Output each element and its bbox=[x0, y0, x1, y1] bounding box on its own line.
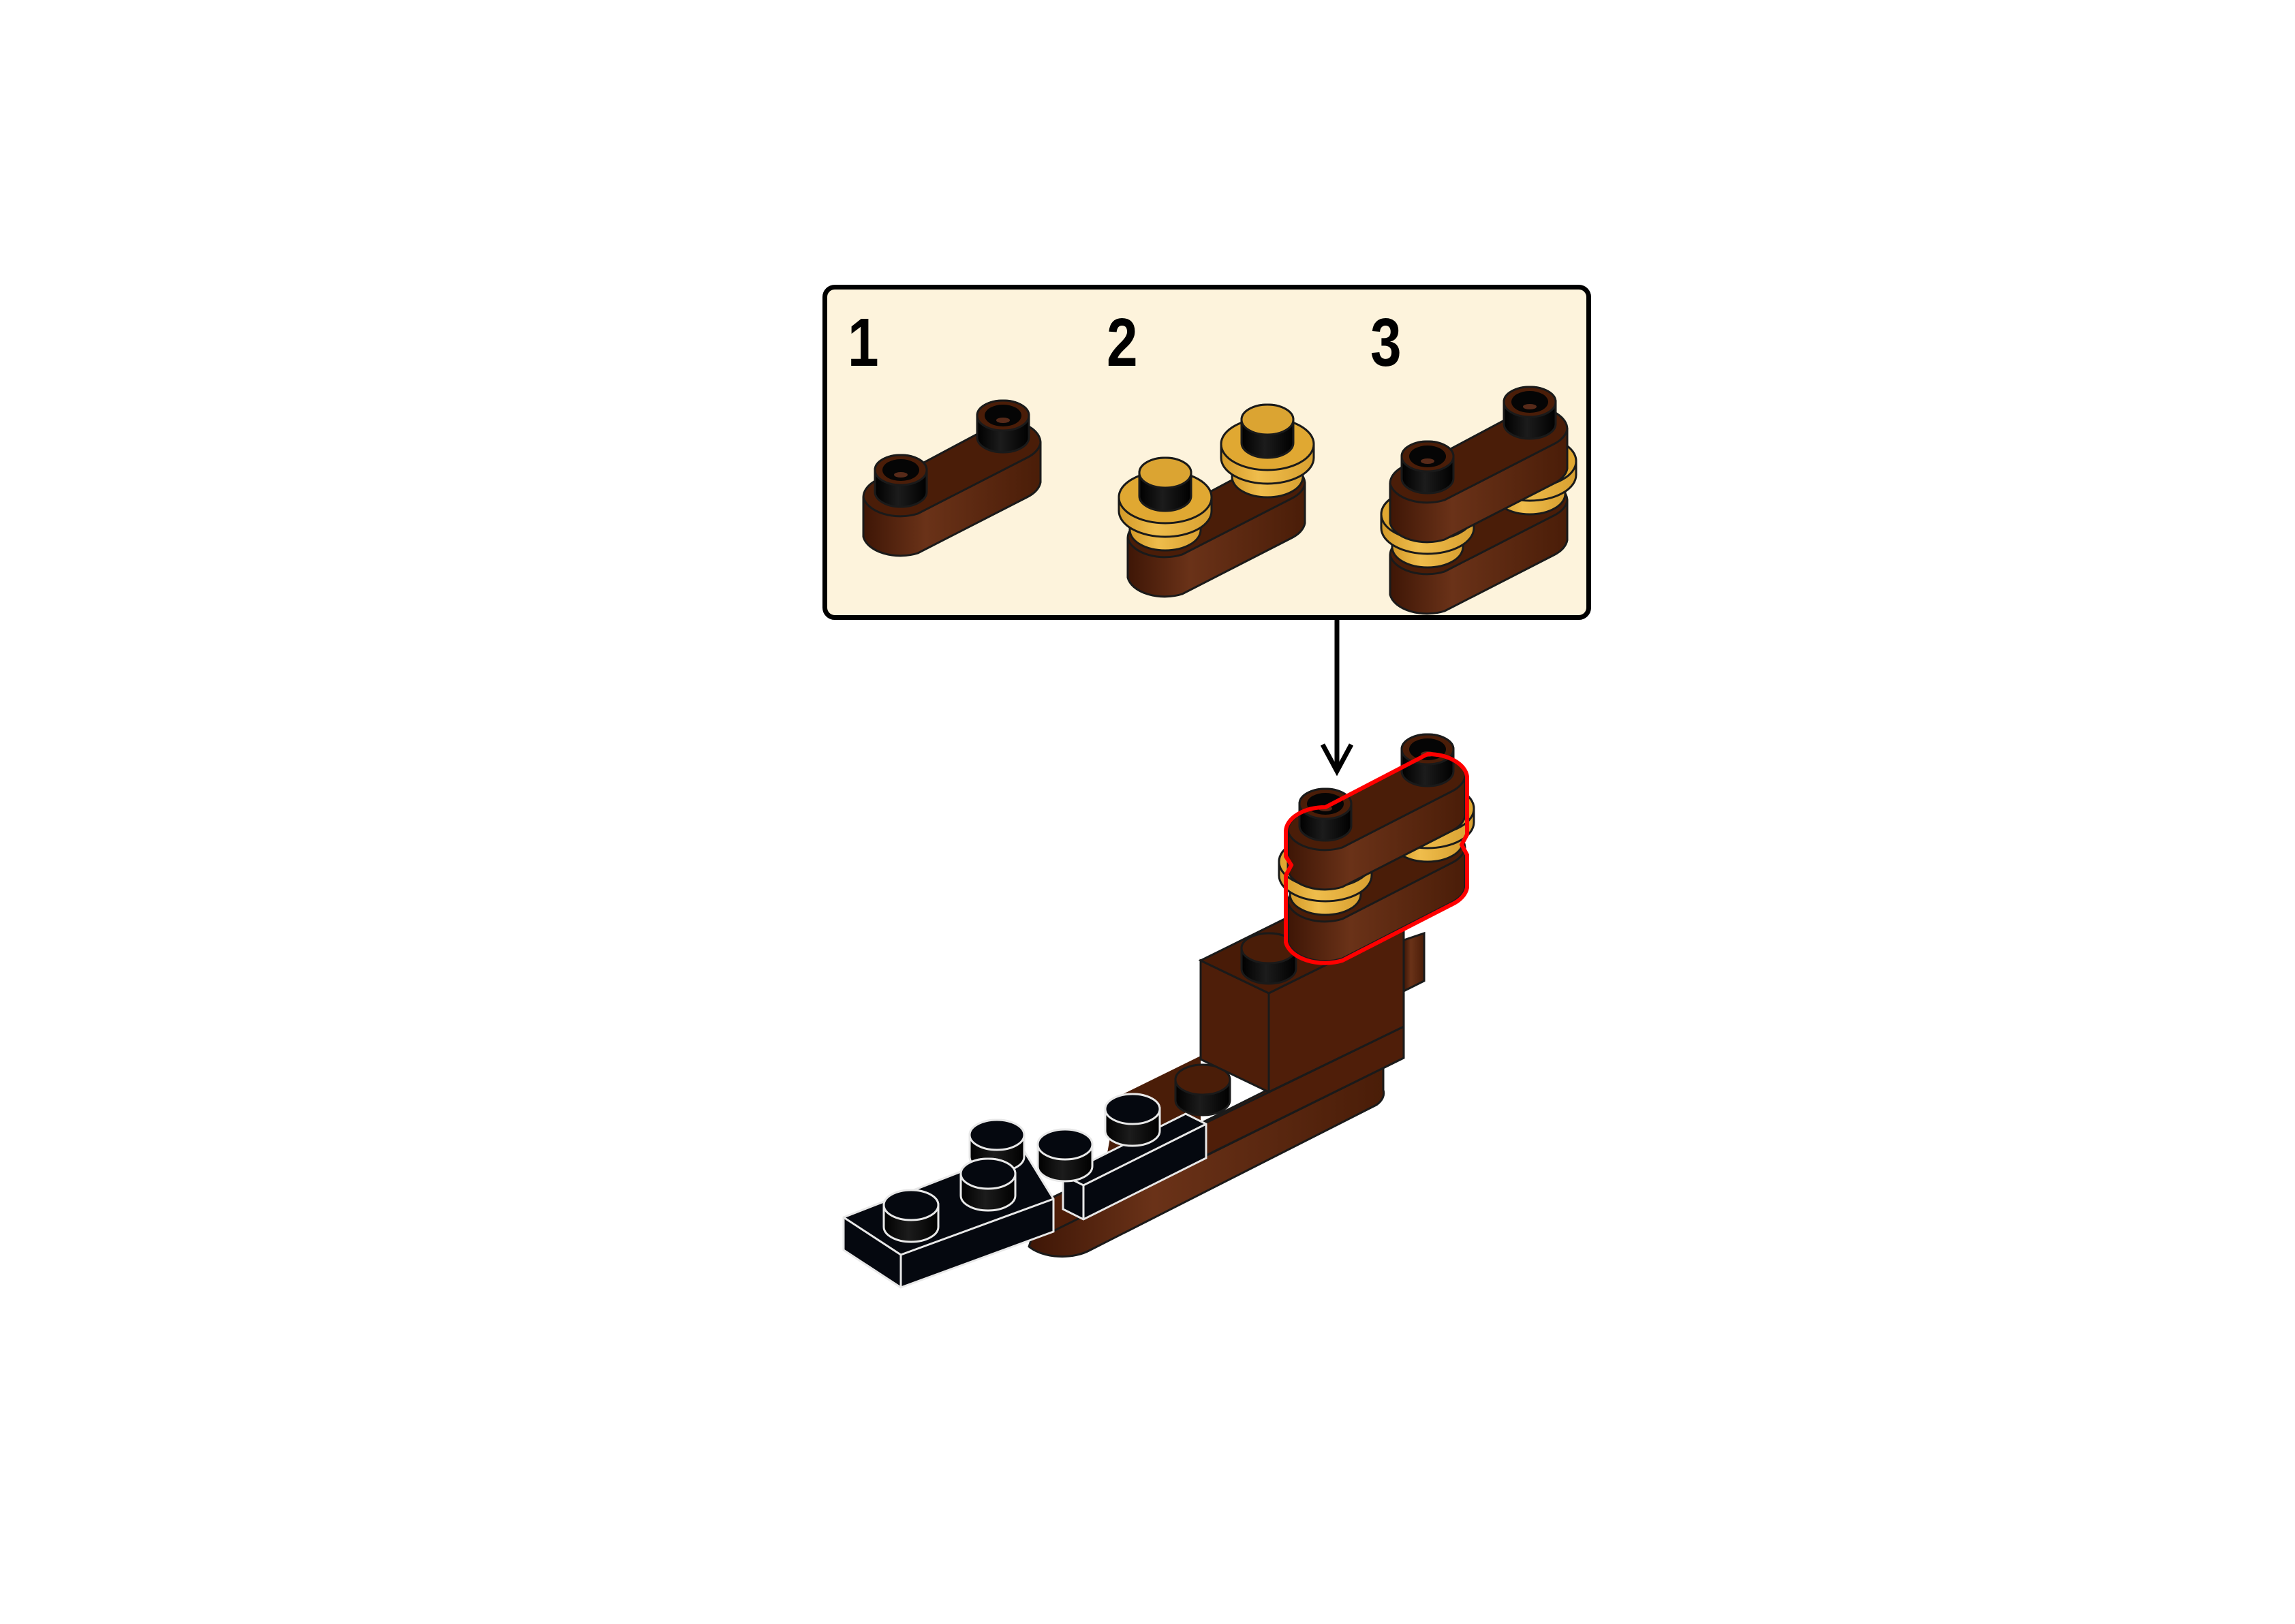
main-model bbox=[842, 733, 1475, 1289]
highlighted-sub-assembly bbox=[1278, 733, 1475, 965]
sub-step-number-1: 1 bbox=[848, 304, 879, 381]
down-arrow bbox=[1320, 620, 1354, 777]
sub-step-number-2: 2 bbox=[1107, 304, 1138, 381]
sub-step-2-illustration bbox=[1118, 403, 1315, 598]
sub-step-3-illustration bbox=[1380, 386, 1577, 615]
sub-step-1-illustration bbox=[862, 399, 1042, 557]
sub-step-number-3: 3 bbox=[1370, 304, 1402, 381]
